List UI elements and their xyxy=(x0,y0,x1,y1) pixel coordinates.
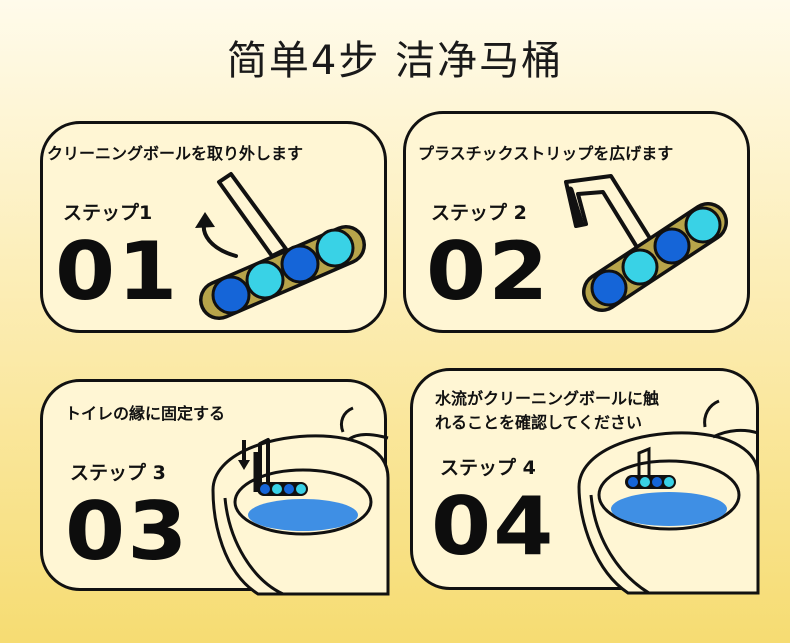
cleaning-balls xyxy=(582,202,728,312)
step-3-number: 03 xyxy=(65,485,190,578)
step-1-label: ステップ1 xyxy=(63,202,153,224)
remove-ball-illustration xyxy=(195,172,366,320)
step-card-3: トイレの縁に固定する ステップ 3 03 xyxy=(40,379,390,596)
ball-dark-1 xyxy=(211,275,251,315)
ball-light-2 xyxy=(315,228,355,268)
step-4-heading-line-1: 水流がクリーニングボールに触 xyxy=(435,389,660,408)
cleaning-balls xyxy=(625,475,676,489)
ball-light-1 xyxy=(621,248,659,286)
ball-dark-1 xyxy=(590,269,628,307)
step-2-heading: プラスチックストリップを広げます xyxy=(418,144,674,163)
step-2-label: ステップ 2 xyxy=(431,202,527,224)
step-4-heading-line-2: れることを確認してください xyxy=(435,413,643,432)
ball-dark-2 xyxy=(653,227,691,265)
step-card-2: プラスチックストリップを広げます ステップ 2 02 xyxy=(403,111,750,333)
cleaning-balls xyxy=(257,482,308,496)
step-card-4: 水流がクリーニングボールに触 れることを確認してください ステップ 4 04 xyxy=(410,368,760,595)
step-1-number: 01 xyxy=(55,225,180,318)
extend-strip-illustration xyxy=(564,174,728,312)
water xyxy=(248,499,358,531)
step-4-label: ステップ 4 xyxy=(440,457,536,479)
step-1-heading: クリーニングボールを取り外します xyxy=(47,144,304,163)
ball-light-1 xyxy=(245,260,285,300)
step-card-1: クリーニングボールを取り外します ステップ1 01 xyxy=(40,121,387,333)
step-3-label: ステップ 3 xyxy=(70,462,166,484)
cleaning-balls xyxy=(199,225,366,320)
toilet-fix-illustration xyxy=(211,406,390,596)
step-2-number: 02 xyxy=(426,225,551,318)
ball-light-2 xyxy=(684,206,722,244)
plastic-strap xyxy=(217,172,288,258)
ball-dark-2 xyxy=(280,244,320,284)
page-title: 简单4步 洁净马桶 xyxy=(226,38,564,84)
water xyxy=(611,492,727,526)
step-4-number: 04 xyxy=(431,480,556,573)
water-flow-illustration xyxy=(577,399,760,595)
step-3-heading: トイレの縁に固定する xyxy=(65,404,226,423)
